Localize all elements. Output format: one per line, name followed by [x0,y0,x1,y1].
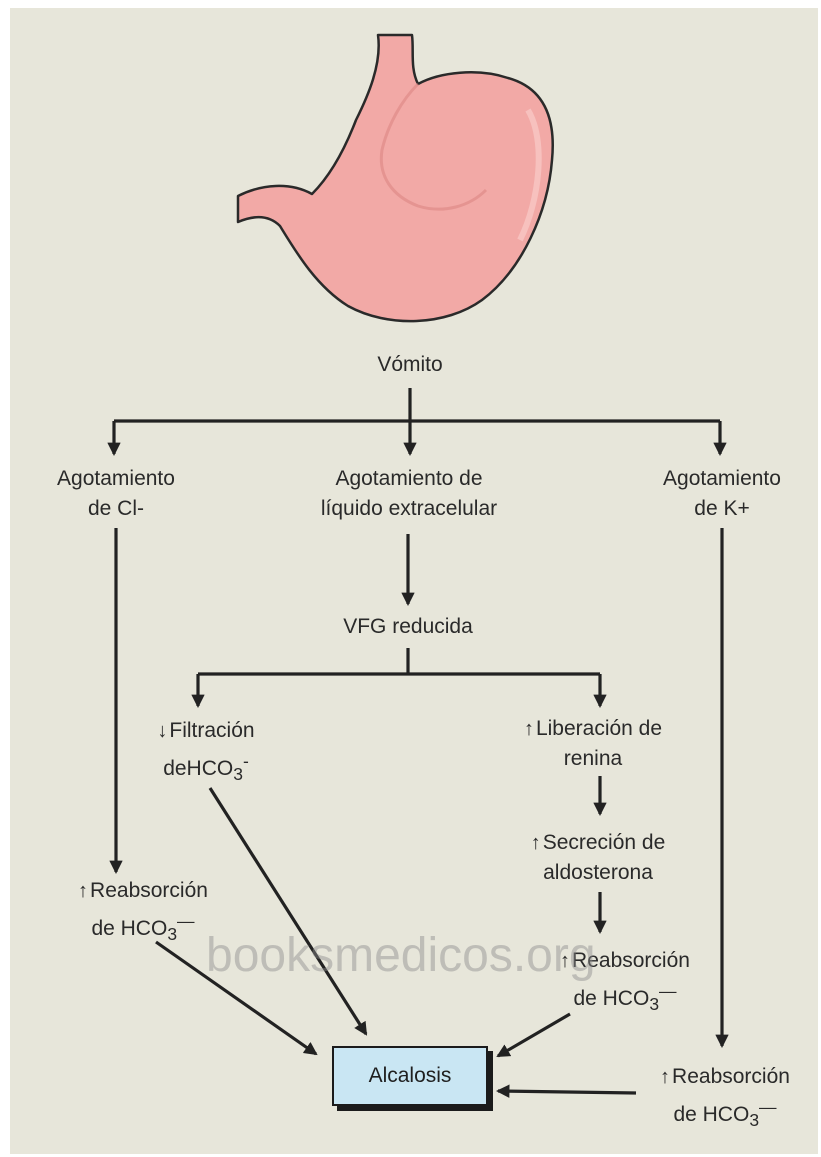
up-arrow-icon: ↑ [660,1066,670,1088]
arrow-reabsmid-to-alk [498,1014,570,1056]
aldosterone-secretion-label: ↑Secreción de aldosterona [502,828,694,888]
watermark-text: booksmedicos.org [206,928,596,983]
alkalosis-box: Alcalosis [332,1046,488,1106]
down-arrow-icon: ↓ [157,720,167,742]
k-depletion-label: Agotamiento de K+ [636,464,808,524]
alkalosis-label: Alcalosis [369,1064,452,1088]
vomit-label: Vómito [360,350,460,380]
stomach-illustration [238,35,553,321]
ecf-depletion-label: Agotamiento de líquido extracelular [286,464,532,524]
up-arrow-icon: ↑ [524,718,534,740]
hco3-reabsorption-right-label: ↑Reabsorción de HCO3— [632,1062,818,1135]
reduced-gfr-label: VFG reducida [318,612,498,642]
cl-depletion-label: Agotamiento de Cl- [28,464,204,524]
hco3-filtration-label: ↓Filtración deHCO3- [126,716,286,789]
renin-release-label: ↑Liberación de renina [490,714,696,774]
up-arrow-icon: ↑ [531,832,541,854]
arrow-reabsright-to-alk [498,1091,636,1093]
up-arrow-icon: ↑ [78,880,88,902]
stomach-body [238,35,553,321]
